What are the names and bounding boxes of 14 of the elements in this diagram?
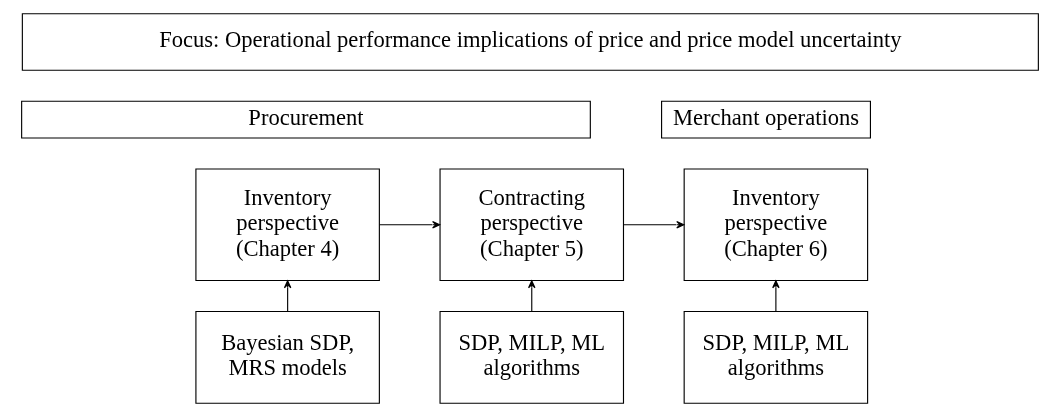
arrow xyxy=(379,221,441,229)
node-box: Merchant operations xyxy=(661,100,871,139)
arrow xyxy=(528,280,536,312)
node-box: SDP, MILP, ML algorithms xyxy=(439,310,625,404)
node-box: Bayesian SDP, MRS models xyxy=(195,310,380,404)
arrow xyxy=(283,280,292,312)
arrow xyxy=(772,280,780,312)
node-box: SDP, MILP, ML algorithms xyxy=(683,310,869,404)
node-box: Inventory perspective (Chapter 6) xyxy=(683,168,869,282)
node-box: Procurement xyxy=(21,100,591,139)
arrow xyxy=(623,221,685,229)
node-box: Inventory perspective (Chapter 4) xyxy=(195,168,380,282)
node-box: Focus: Operational performance implications of price and price model uncertainty xyxy=(21,13,1039,71)
node-box: Contracting perspective (Chapter 5) xyxy=(439,168,625,282)
